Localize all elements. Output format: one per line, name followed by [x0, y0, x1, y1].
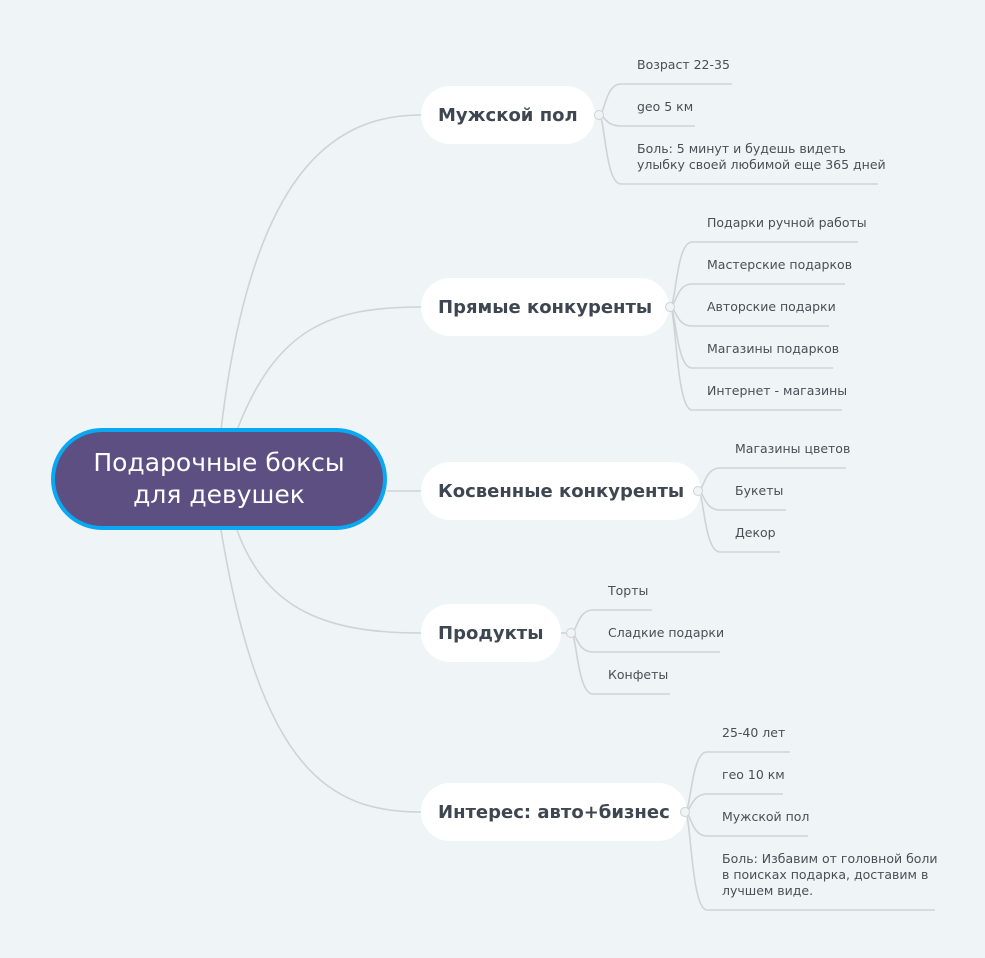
subtopic-connector [669, 241, 858, 308]
subtopic-connector [598, 114, 695, 127]
subtopic-node[interactable]: geo 5 км [637, 99, 694, 114]
topic-label: Прямые конкуренты [438, 296, 653, 318]
subtopic-node[interactable]: Подарки ручной работы [707, 215, 867, 230]
subtopic-node[interactable]: Мужской пол [722, 809, 810, 824]
central-connector [236, 529, 422, 634]
subtopic-node[interactable]: Торты [608, 583, 649, 598]
topic-node[interactable]: Мужской пол [421, 86, 595, 144]
collapse-toggle-icon[interactable] [680, 807, 690, 817]
subtopic-node[interactable]: Декор [735, 525, 776, 540]
topic-label: Косвенные конкуренты [438, 480, 685, 502]
topic-node[interactable]: Прямые конкуренты [421, 278, 670, 336]
topic-node[interactable]: Косвенные конкуренты [421, 462, 702, 520]
collapse-toggle-icon[interactable] [566, 628, 576, 638]
subtopic-node[interactable]: гео 10 км [722, 767, 785, 782]
subtopic-connector [669, 306, 833, 369]
subtopic-node[interactable]: Сладкие подарки [608, 625, 725, 640]
central-topic[interactable]: Подарочные боксы для девушек [51, 428, 387, 530]
subtopic-node[interactable]: Интернет - магазины [707, 383, 848, 398]
subtopic-node[interactable]: Конфеты [608, 667, 669, 682]
subtopic-connector [697, 490, 780, 553]
subtopic-node[interactable]: Боль: 5 минут и будешь видеть улыбку сво… [637, 141, 886, 172]
subtopic-connector [570, 632, 670, 695]
collapse-toggle-icon[interactable] [665, 302, 675, 312]
subtopic-node[interactable]: Магазины подарков [707, 341, 840, 356]
topic-node[interactable]: Интерес: авто+бизнес [421, 783, 687, 841]
central-connector [236, 306, 422, 431]
central-connector [220, 114, 422, 431]
topic-label: Продукты [438, 622, 544, 644]
subtopic-node[interactable]: Авторские подарки [707, 299, 836, 314]
subtopic-node[interactable]: Магазины цветов [735, 441, 851, 456]
subtopic-node[interactable]: Мастерские подарков [707, 257, 853, 272]
collapse-toggle-icon[interactable] [594, 110, 604, 120]
subtopic-node[interactable]: Боль: Избавим от головной боли в поисках… [722, 851, 938, 898]
topic-node[interactable]: Продукты [421, 604, 561, 662]
topic-label: Мужской пол [438, 104, 578, 126]
subtopic-node[interactable]: Возраст 22-35 [637, 57, 730, 72]
topic-label: Интерес: авто+бизнес [438, 801, 670, 823]
central-connector [220, 529, 422, 813]
central-topic-label: Подарочные боксы для девушек [93, 448, 345, 509]
subtopic-node[interactable]: Букеты [735, 483, 784, 498]
subtopic-connector [669, 306, 842, 411]
subtopic-node[interactable]: 25-40 лет [722, 725, 786, 740]
collapse-toggle-icon[interactable] [693, 486, 703, 496]
